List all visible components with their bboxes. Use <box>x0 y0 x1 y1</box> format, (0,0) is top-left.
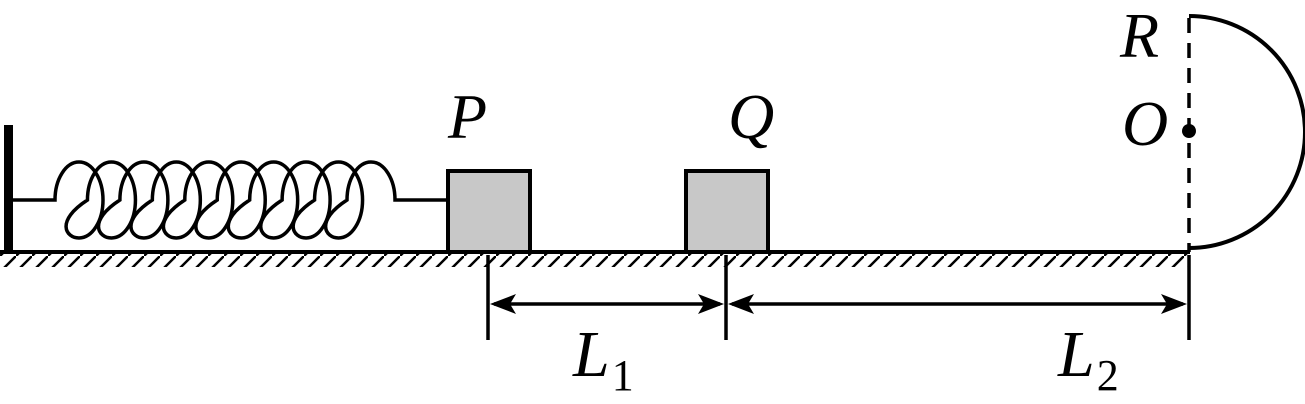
label-r: R <box>1120 0 1160 71</box>
left-wall <box>4 125 13 252</box>
label-l2-subscript: 2 <box>1096 351 1119 400</box>
block-p <box>446 169 532 254</box>
label-l1-subscript: 1 <box>611 351 634 400</box>
arrowhead-l2-right <box>1161 294 1187 314</box>
ground-hatching <box>0 252 1190 267</box>
spring <box>13 160 448 240</box>
label-o: O <box>1122 88 1169 159</box>
block-q <box>684 169 770 254</box>
label-l1: L1 <box>573 322 634 398</box>
label-l2-letter: L <box>1058 318 1095 391</box>
semicircle-track <box>1188 14 1305 250</box>
arrowhead-l1-right <box>698 294 724 314</box>
label-q: Q <box>728 81 775 152</box>
arrowhead-l1-left <box>490 294 516 314</box>
arrowhead-l2-left <box>728 294 754 314</box>
label-p: P <box>448 81 488 152</box>
center-point <box>1182 124 1196 138</box>
label-l1-letter: L <box>573 318 610 391</box>
label-l2: L2 <box>1058 322 1119 398</box>
